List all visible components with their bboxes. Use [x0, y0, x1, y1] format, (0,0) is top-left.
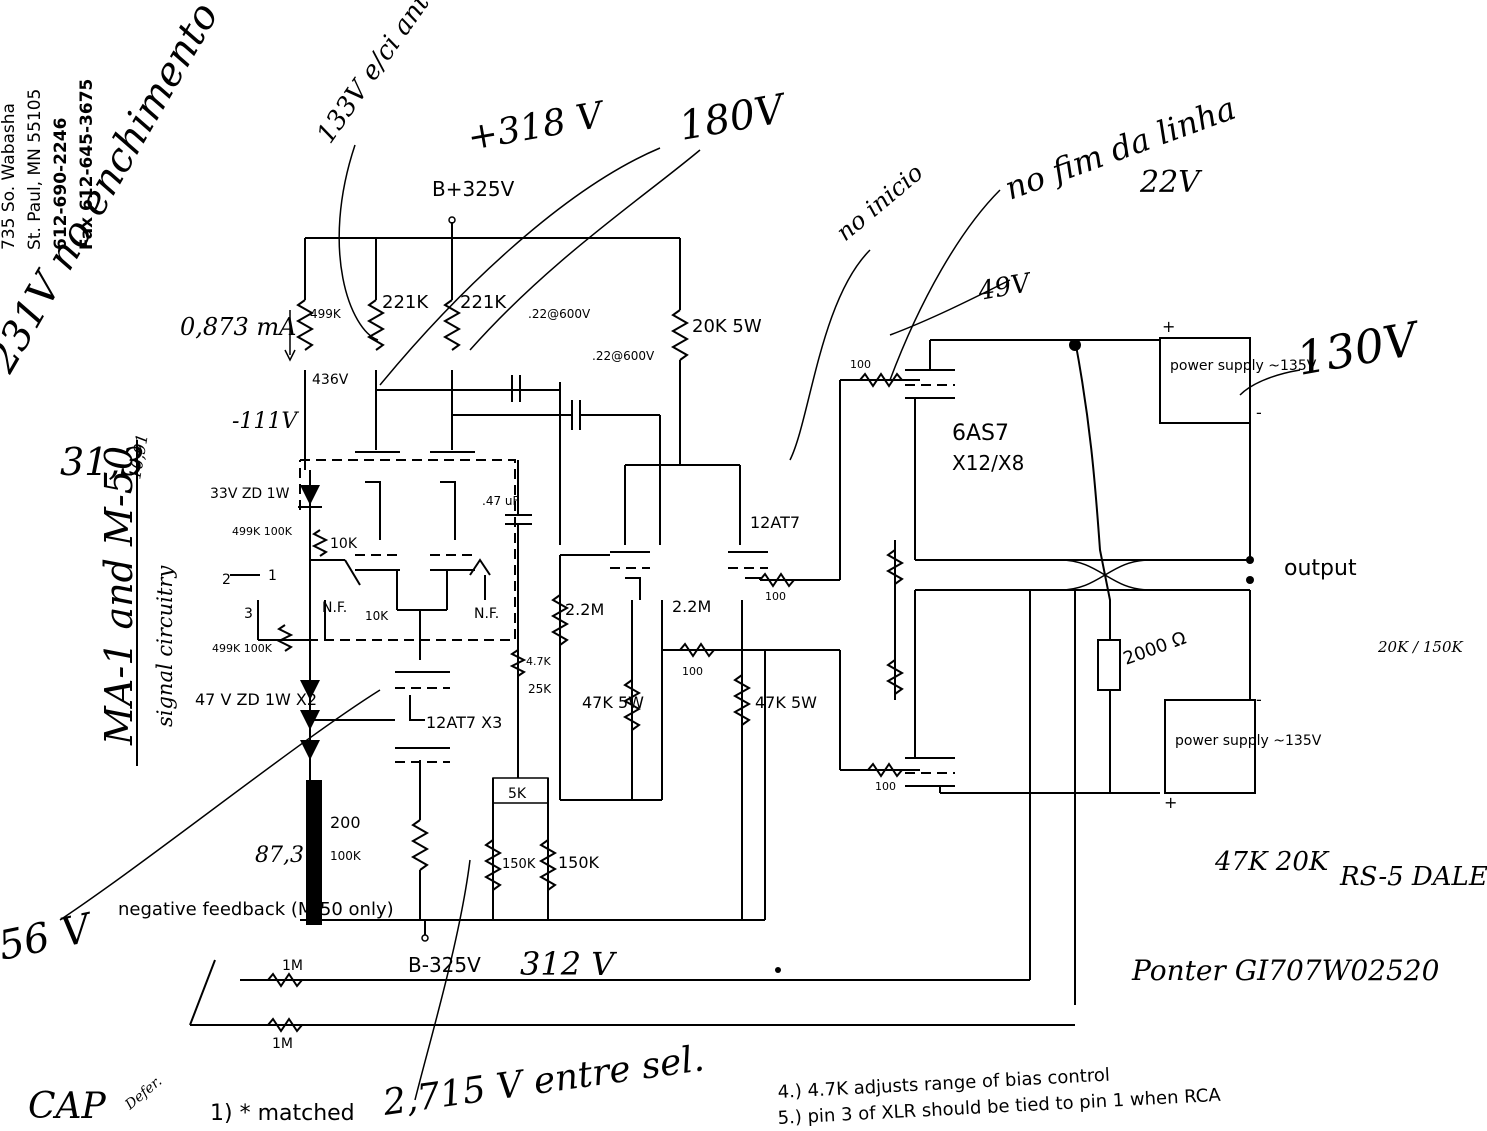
r100k-label: 100K — [330, 849, 362, 863]
output-label: output — [1284, 556, 1357, 581]
r20k-5w-label: 20K 5W — [692, 316, 762, 337]
r10k-a-label: 10K — [330, 536, 358, 552]
note-87v: 87,3 — [255, 843, 304, 868]
footnotes: 1) * matched 4.) 4.7K adjusts range of b… — [210, 1065, 1222, 1129]
r1m-a-label: 1M — [282, 958, 303, 974]
ps-bottom-minus: - — [1256, 690, 1262, 709]
footnote-1: 1) * matched — [210, 1101, 355, 1126]
r221k-b-label: 221K — [460, 292, 507, 313]
note-31v: 31,3 — [60, 440, 145, 484]
v436-label: 436V — [312, 372, 349, 388]
neg-feedback-label: negative feedback (M-50 only) — [118, 899, 394, 920]
switch-pos-3: 3 — [244, 606, 253, 622]
r47k-5w-a-label: 47K 5W — [582, 693, 644, 712]
note-20k-150k: 20K / 150K — [1377, 638, 1464, 656]
address-line1: 735 So. Wabasha — [0, 103, 19, 250]
tube-6as7-label: 6AS7 — [952, 421, 1009, 446]
note-130v: 130V — [1293, 311, 1426, 386]
component-labels: B+325V B-325V 499K 221K 221K 20K 5W .22@… — [118, 177, 1357, 1052]
address-phone: 612-690-2246 — [51, 118, 71, 250]
b-plus-label: B+325V — [432, 177, 515, 201]
r150k-b-label: 150K — [558, 853, 600, 872]
r22m-b-label: 2.2M — [672, 597, 711, 616]
note-133v: 133V e/ci ant — [311, 0, 436, 149]
note-312v: 312 V — [520, 945, 617, 983]
note-part-number: Ponter GI707W02520 — [1131, 954, 1439, 987]
nf-b-label: N.F. — [474, 606, 499, 622]
title-main: MA-1 and M-50 — [97, 446, 141, 746]
note-cap: CAP — [28, 1086, 107, 1126]
r5k-label: 5K — [508, 786, 527, 802]
power-supply-bottom-label: power supply ~135V — [1175, 733, 1322, 749]
note-318v: +318 V — [464, 94, 609, 159]
note-111v: -111V — [232, 409, 299, 434]
r10k-b-label: 10K — [365, 609, 389, 623]
zener-47-label: 47 V ZD 1W X2 — [195, 690, 317, 709]
resistor-symbols — [267, 299, 905, 1033]
r47k-label: 4.7K — [526, 655, 551, 668]
note-no-inicio: no inicio — [831, 158, 929, 246]
note-cap-small: Defer. — [122, 1073, 166, 1113]
note-fim-linha: no fim da linha — [1000, 89, 1241, 208]
tube-6as7-qty: X12/X8 — [952, 451, 1024, 475]
r499k-100k-b-label: 499K 100K — [212, 642, 273, 655]
cap-22b-label: .22@600V — [592, 349, 655, 363]
zener-33-label: 33V ZD 1W — [210, 486, 290, 502]
address-block: 735 So. Wabasha St. Paul, MN 55105 612-6… — [0, 79, 97, 250]
switch-pos-1: 1 — [268, 568, 277, 584]
title-sub: signal circuitry — [153, 565, 177, 727]
address-line2: St. Paul, MN 55105 — [25, 89, 45, 250]
r200-label: 200 — [330, 813, 361, 832]
r499k-100k-label: 499K 100K — [232, 525, 293, 538]
wiring — [189, 216, 1256, 1026]
tube-12at7-a-label: 12AT7 X3 — [426, 713, 502, 732]
note-49v: 49V — [975, 268, 1034, 307]
note-2715v: 2,715 V entre sel. — [380, 1038, 707, 1124]
b-minus-label: B-325V — [408, 953, 481, 977]
note-0873ma: 0,873 mA — [180, 313, 296, 341]
ps-top-minus: - — [1256, 403, 1262, 422]
ps-bottom-plus: + — [1164, 793, 1177, 812]
nf-a-label: N.F. — [322, 600, 347, 616]
r47k-5w-b-label: 47K 5W — [755, 693, 817, 712]
tube-12at7-b-label: 12AT7 — [750, 513, 800, 532]
power-supply-top-label: power supply ~135V — [1170, 358, 1317, 374]
r499k-top-label: 499K — [310, 307, 342, 321]
diagram-title: MA-1 and M-50 signal circuitry — [97, 446, 177, 746]
note-47k-20k: 47K 20K — [1214, 847, 1330, 877]
ps-top-plus: + — [1162, 317, 1175, 336]
r150k-a-label: 150K — [502, 857, 536, 872]
r25k-label: 25K — [528, 682, 552, 696]
r1m-b-label: 1M — [272, 1036, 293, 1052]
r100-a-label: 100 — [850, 358, 871, 371]
r221k-a-label: 221K — [382, 292, 429, 313]
r22m-a-label: 2.2M — [565, 600, 604, 619]
note-56v: 56 V — [0, 905, 99, 970]
r100-c-label: 100 — [682, 665, 703, 678]
note-180v: 180V — [676, 86, 792, 150]
r100-d-label: 100 — [875, 780, 896, 793]
note-rs5: RS-5 DALE — [1339, 862, 1487, 892]
cap-47-label: .47 uF — [482, 494, 520, 508]
switch-pos-2: 2 — [222, 572, 231, 588]
r2000-label: 2000 Ω — [1121, 628, 1190, 670]
cap-22a-label: .22@600V — [528, 307, 591, 321]
note-22v: 22V — [1139, 165, 1203, 200]
r100-b-label: 100 — [765, 590, 786, 603]
address-fax: Fax 612-645-3675 — [77, 79, 97, 250]
